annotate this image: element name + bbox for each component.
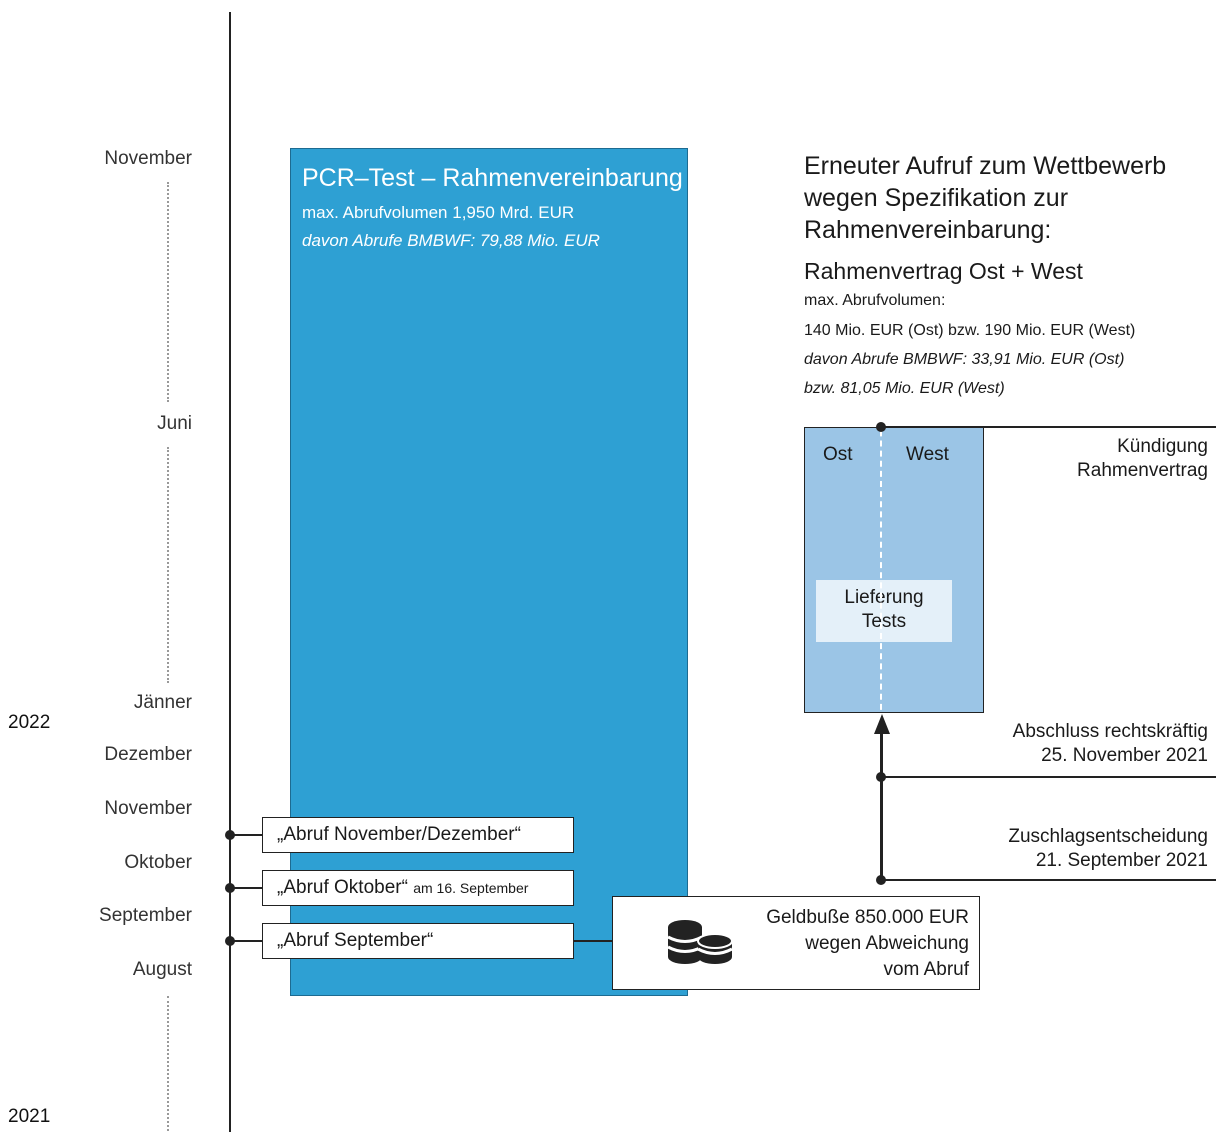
call-connector xyxy=(230,834,262,836)
conclusion-line-text: Abschluss rechtskräftig xyxy=(1012,721,1208,742)
contract-block xyxy=(804,427,984,713)
call-note: am 16. September xyxy=(413,880,529,896)
framework-title: PCR–Test – Rahmenvereinbarung xyxy=(302,164,683,192)
fine-line: Geldbuße 850.000 EUR xyxy=(766,907,969,928)
delivery-label: Tests xyxy=(861,611,907,632)
fine-connector xyxy=(574,940,636,942)
fine-line: wegen Abweichung xyxy=(805,933,969,954)
termination-label: Kündigung Rahmenvertrag xyxy=(1077,435,1208,483)
month-label-oktober: Oktober xyxy=(124,852,192,873)
award-line xyxy=(880,879,1216,881)
month-label-august: August xyxy=(132,959,192,980)
termination-line xyxy=(880,426,1216,428)
timeline-gap-dots xyxy=(167,996,169,1131)
call-box-september: „Abruf September“ xyxy=(262,923,574,959)
award-label: Zuschlagsentscheidung 21. September 2021 xyxy=(1008,825,1208,873)
year-label-2021: 2021 xyxy=(8,1106,51,1127)
arrow-up-icon xyxy=(874,714,890,734)
tender-heading-line: wegen Spezifikation zur xyxy=(804,184,1069,212)
contract-east-label: Ost xyxy=(823,444,853,465)
call-connector xyxy=(230,887,262,889)
award-line-text: 21. September 2021 xyxy=(1035,850,1208,871)
call-connector xyxy=(230,940,262,942)
award-arrow-shaft xyxy=(880,730,883,880)
framework-volume: max. Abrufvolumen 1,950 Mrd. EUR xyxy=(302,203,575,222)
conclusion-label: Abschluss rechtskräftig 25. November 202… xyxy=(1013,720,1208,768)
call-box-november-december: „Abruf November/Dezember“ xyxy=(262,817,574,853)
contract-title: Rahmenvertrag Ost + West xyxy=(804,258,1083,284)
month-label-november-2022: November xyxy=(104,148,192,169)
fine-line: vom Abruf xyxy=(883,959,969,980)
timeline-axis xyxy=(229,12,231,1132)
contract-west-label: West xyxy=(906,444,949,465)
call-label: „Abruf November/Dezember“ xyxy=(277,824,521,845)
tender-heading-line: Erneuter Aufruf zum Wettbewerb xyxy=(804,152,1167,180)
tender-heading-line: Rahmenvereinbarung: xyxy=(804,216,1052,244)
conclusion-line-text: 25. November 2021 xyxy=(1041,745,1208,766)
award-line-text: Zuschlagsentscheidung xyxy=(1008,826,1208,847)
month-label-dezember: Dezember xyxy=(104,744,192,765)
fine-text: Geldbuße 850.000 EUR wegen Abweichung vo… xyxy=(766,905,969,983)
year-label-2022: 2022 xyxy=(8,712,51,733)
call-label: „Abruf September“ xyxy=(277,930,434,951)
framework-bmbwf-calls: davon Abrufe BMBWF: 79,88 Mio. EUR xyxy=(302,231,600,250)
contract-volume-label: max. Abrufvolumen: xyxy=(804,292,946,309)
timeline-gap-dots xyxy=(167,182,169,402)
month-label-november-2021: November xyxy=(104,798,192,819)
contract-volume-values: 140 Mio. EUR (Ost) bzw. 190 Mio. EUR (We… xyxy=(804,322,1136,339)
coins-icon xyxy=(667,920,733,964)
timeline-gap-dots xyxy=(167,447,169,683)
fine-box: Geldbuße 850.000 EUR wegen Abweichung vo… xyxy=(612,896,980,990)
termination-line-text: Rahmenvertrag xyxy=(1077,460,1208,481)
call-label: „Abruf Oktober“ xyxy=(277,877,408,898)
delivery-tests-box: Lieferung Tests xyxy=(816,580,952,642)
contract-bmbwf-line: bzw. 81,05 Mio. EUR (West) xyxy=(804,380,1005,397)
month-label-juni: Juni xyxy=(157,413,192,434)
month-label-jaenner: Jänner xyxy=(133,692,192,713)
east-west-divider xyxy=(880,400,882,720)
contract-bmbwf-line: davon Abrufe BMBWF: 33,91 Mio. EUR (Ost) xyxy=(804,351,1125,368)
framework-agreement-block xyxy=(290,148,688,996)
conclusion-line xyxy=(880,776,1216,778)
termination-line-text: Kündigung xyxy=(1117,436,1208,457)
delivery-label: Lieferung xyxy=(844,587,924,608)
call-box-october: „Abruf Oktober“ am 16. September xyxy=(262,870,574,906)
month-label-september: September xyxy=(99,905,192,926)
